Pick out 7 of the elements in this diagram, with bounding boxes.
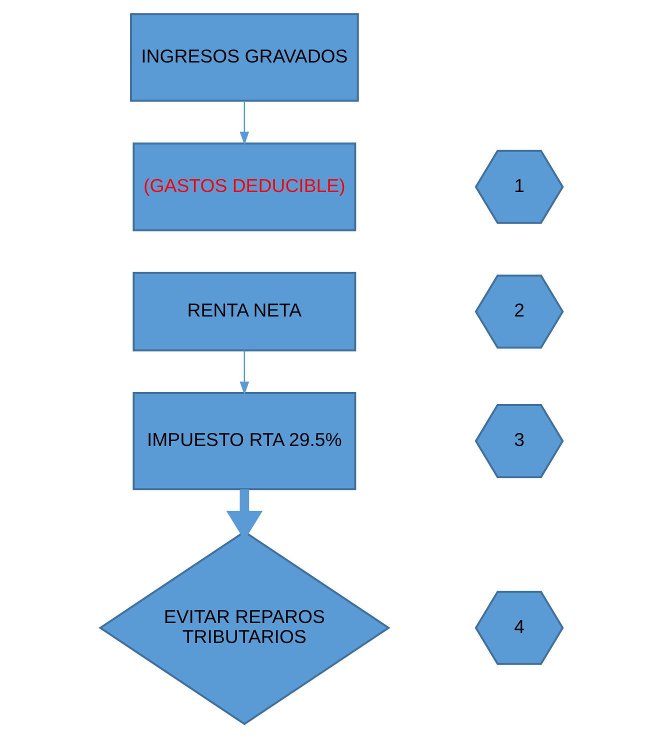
node-box: IMPUESTO RTA 29.5%: [132, 392, 356, 490]
node-box: (GASTOS DEDUCIBLE): [132, 142, 356, 232]
node-box: RENTA NETA: [132, 272, 356, 352]
node-box: INGRESOS GRAVADOS: [130, 13, 358, 102]
arrow: [239, 350, 249, 395]
arrow: [239, 100, 249, 146]
node-diamond: EVITAR REPAROS TRIBUTARIOS: [98, 530, 390, 726]
